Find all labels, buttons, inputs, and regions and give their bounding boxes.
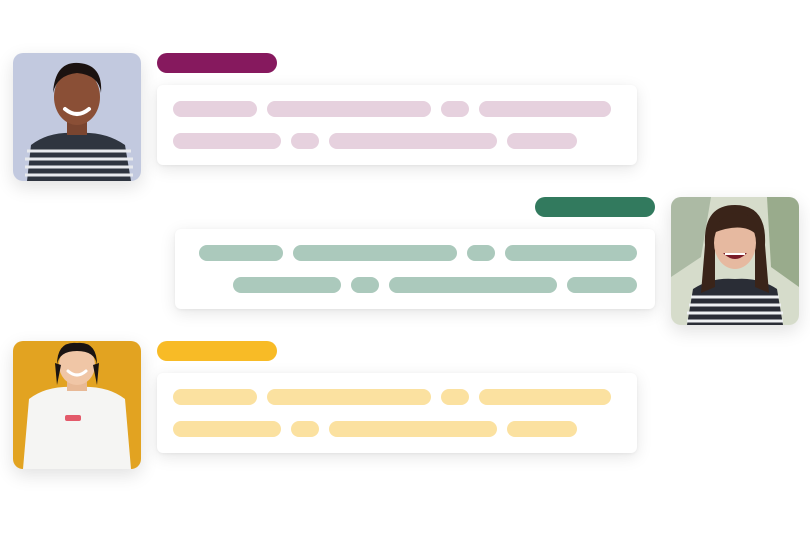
text-placeholder (173, 389, 257, 405)
text-placeholder (507, 133, 577, 149)
text-placeholder (173, 133, 281, 149)
text-placeholder (173, 421, 281, 437)
text-placeholder (173, 101, 257, 117)
sender-name-pill (535, 197, 655, 217)
text-placeholder (479, 101, 611, 117)
text-placeholder (329, 133, 497, 149)
text-placeholder (389, 277, 557, 293)
message-card (157, 85, 637, 165)
text-line (173, 133, 577, 149)
text-placeholder (291, 421, 319, 437)
text-placeholder (267, 101, 431, 117)
avatar-woman-laughing (671, 197, 799, 325)
text-placeholder (467, 245, 495, 261)
avatar-woman-striped-top (13, 53, 141, 181)
text-placeholder (233, 277, 341, 293)
avatar-woman-white-tshirt (13, 341, 141, 469)
text-placeholder (293, 245, 457, 261)
text-placeholder (291, 133, 319, 149)
text-placeholder (507, 421, 577, 437)
avatar-image (13, 53, 141, 181)
text-line (173, 389, 611, 405)
text-line (233, 277, 637, 293)
text-placeholder (351, 277, 379, 293)
text-placeholder (329, 421, 497, 437)
message-card (157, 373, 637, 453)
sender-name-pill (157, 53, 277, 73)
avatar-image (671, 197, 799, 325)
text-line (173, 101, 611, 117)
text-placeholder (441, 101, 469, 117)
avatar-image (13, 341, 141, 469)
text-placeholder (567, 277, 637, 293)
text-placeholder (199, 245, 283, 261)
text-placeholder (441, 389, 469, 405)
text-line (199, 245, 637, 261)
sender-name-pill (157, 341, 277, 361)
text-placeholder (505, 245, 637, 261)
message-card (175, 229, 655, 309)
text-placeholder (267, 389, 431, 405)
text-placeholder (479, 389, 611, 405)
text-line (173, 421, 577, 437)
